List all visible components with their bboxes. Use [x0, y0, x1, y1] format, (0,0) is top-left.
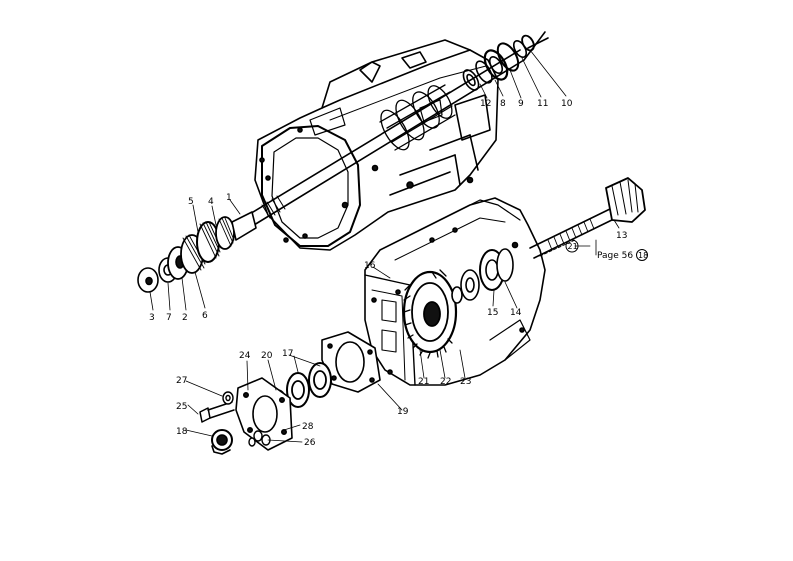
label-10: 10: [561, 99, 573, 109]
label-1: 1: [226, 193, 232, 203]
label-11: 11: [537, 99, 548, 109]
ref-page-circle: [636, 249, 648, 261]
label-26: 26: [304, 438, 316, 448]
label-24: 24: [239, 351, 251, 361]
label-20: 20: [261, 351, 273, 361]
upper-transmission-housing: [254, 39, 499, 251]
cover-plate-24: [235, 377, 293, 451]
studs-26-28: [248, 430, 271, 447]
label-28: 28: [302, 422, 314, 432]
shaft-gear-cluster: [379, 84, 456, 151]
label-25: 25: [176, 402, 187, 412]
main-shaft: [229, 31, 549, 237]
bearing-17: [286, 362, 332, 408]
leader-lines: [149, 49, 620, 443]
label-17: 17: [282, 349, 293, 359]
ref-page-text: Page 56: [597, 251, 633, 261]
label-4: 4: [208, 197, 214, 207]
washer-27: [222, 391, 234, 405]
lower-differential-housing: [364, 197, 546, 386]
label-5: 5: [188, 197, 194, 207]
ring-gear: [402, 269, 458, 359]
label-15: 15: [487, 308, 498, 318]
label-22: 22: [440, 377, 451, 387]
flange-nut-18: [211, 429, 233, 455]
label-3: 3: [149, 313, 155, 323]
label-13: 13: [616, 231, 627, 241]
label-2: 2: [182, 313, 188, 323]
label-12: 12: [480, 99, 491, 109]
upper-bearing-stack: [462, 34, 535, 91]
label-8: 8: [500, 99, 506, 109]
ref-circled-number: 21: [568, 242, 578, 251]
left-gear-stack: [137, 211, 257, 293]
part-labels: 1 4 5 3 7 2 6 12 8 9 11 10 13 15 14 16 1…: [149, 99, 627, 448]
label-14: 14: [510, 308, 522, 318]
label-7: 7: [166, 313, 172, 323]
ref-circle: [565, 239, 579, 253]
label-6: 6: [202, 311, 208, 321]
label-27: 27: [176, 376, 187, 386]
pinion-bearings: [451, 248, 514, 304]
label-9: 9: [518, 99, 524, 109]
ref-page-circled-number: 18: [638, 251, 648, 260]
label-16: 16: [364, 261, 376, 271]
bolt-25: [199, 401, 235, 423]
label-18: 18: [176, 427, 188, 437]
label-19: 19: [397, 407, 409, 417]
label-23: 23: [460, 377, 471, 387]
pinion-shaft: [529, 177, 646, 259]
label-21: 21: [418, 377, 429, 387]
page-reference: 21 Page 56 18: [565, 239, 648, 261]
